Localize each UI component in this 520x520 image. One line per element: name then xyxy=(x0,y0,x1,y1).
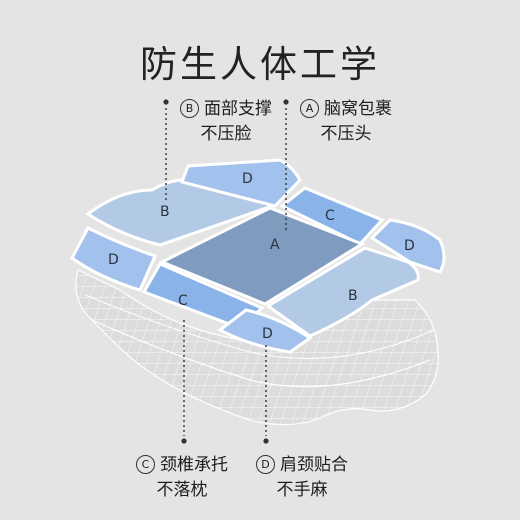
zone-c-front xyxy=(141,262,265,330)
zone-d-front xyxy=(217,308,313,354)
callout-b: B 面部支撑 不压脸 xyxy=(180,97,272,147)
page-title: 防生人体工学 xyxy=(140,43,380,86)
zone-label-b: B xyxy=(348,288,358,304)
zone-c-top xyxy=(279,186,385,246)
callout-d-line2: 不手麻 xyxy=(276,480,328,500)
zone-b-right xyxy=(265,246,420,338)
badge-d: D xyxy=(256,455,275,474)
zone-label-d: D xyxy=(242,171,253,187)
zone-label-d: D xyxy=(108,252,119,268)
badge-b: B xyxy=(180,99,199,118)
callout-d-line1: 肩颈贴合 xyxy=(280,455,348,475)
callout-d: D 肩颈贴合 不手麻 xyxy=(256,453,348,503)
callout-c-line1: 颈椎承托 xyxy=(160,455,228,475)
leader-lines xyxy=(163,99,289,444)
zone-label-d: D xyxy=(262,326,273,342)
callout-a: A 脑窝包裹 不压头 xyxy=(300,97,392,147)
zone-label-b: B xyxy=(160,204,170,220)
callout-c-line2: 不落枕 xyxy=(156,480,208,500)
callout-b-line1: 面部支撑 xyxy=(204,99,272,119)
zone-d-left xyxy=(70,226,158,292)
zone-d-right xyxy=(369,218,446,274)
callout-c: C 颈椎承托 不落枕 xyxy=(136,453,228,503)
callout-a-line2: 不压头 xyxy=(320,124,372,144)
zone-a-center xyxy=(158,206,366,306)
pillow-zones xyxy=(70,158,446,354)
badge-c: C xyxy=(136,455,155,474)
zone-d-top xyxy=(180,158,302,208)
zone-label-c: C xyxy=(178,293,188,309)
badge-a: A xyxy=(300,99,319,118)
callout-a-line1: 脑窝包裹 xyxy=(324,99,392,119)
zone-label-d: D xyxy=(404,238,415,254)
zone-label-a: A xyxy=(270,237,280,253)
zone-b-left xyxy=(85,178,274,247)
zone-label-c: C xyxy=(325,208,335,224)
callout-b-line2: 不压脸 xyxy=(200,124,252,144)
